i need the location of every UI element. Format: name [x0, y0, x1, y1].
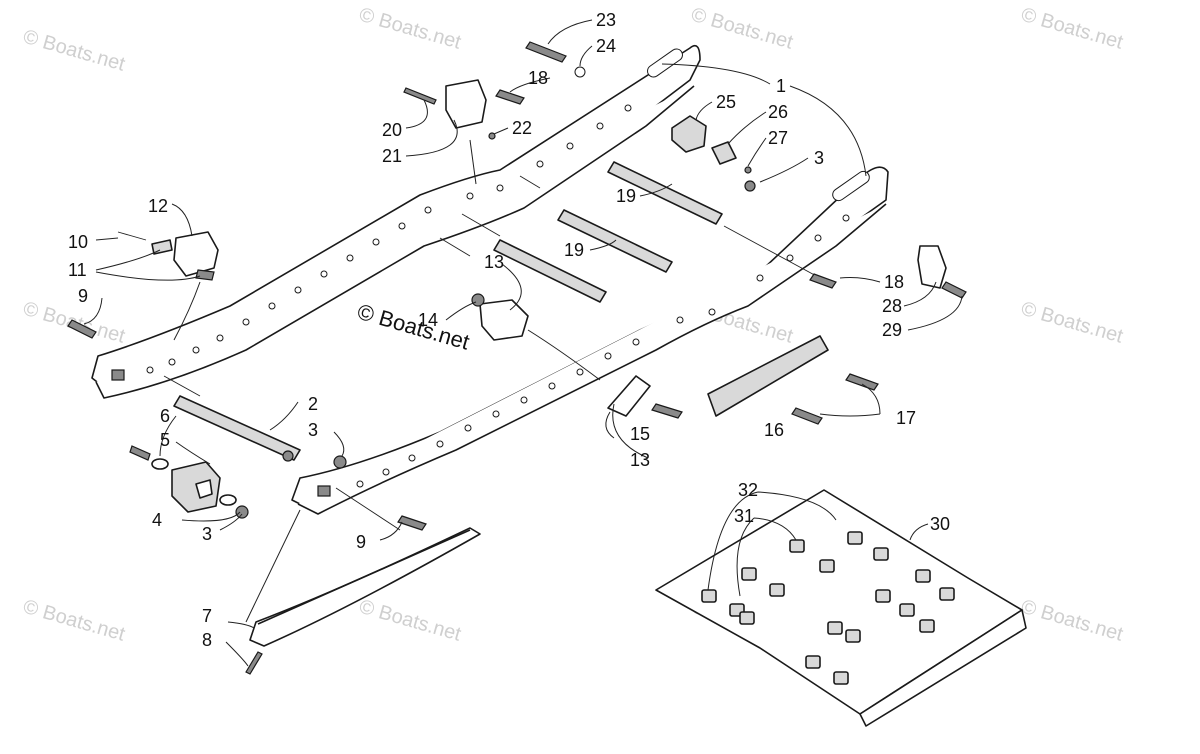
rear-bracket-12: [117, 231, 219, 281]
slide-strip-16: [707, 335, 879, 425]
callout-13: 13: [630, 450, 650, 470]
watermark: © Boats.net: [21, 596, 128, 646]
callout-labels: 1 2 3 3 3 4 5 6 7 8 9 9 10 11 12 13 13 1…: [68, 10, 950, 650]
callout-8: 8: [202, 630, 212, 650]
callout-15: 15: [630, 424, 650, 444]
watermark: © Boats.net: [21, 26, 128, 76]
watermark: © Boats.net: [357, 596, 464, 646]
callout-31: 31: [734, 506, 754, 526]
callout-25: 25: [716, 92, 736, 112]
bolts-9: [67, 319, 427, 531]
right-slide-rail: [291, 166, 889, 515]
watermark: © Boats.net: [1019, 4, 1126, 54]
callout-3: 3: [202, 524, 212, 544]
callout-30: 30: [930, 514, 950, 534]
watermark: © Boats.net: [357, 4, 464, 54]
top-bolts: [495, 41, 586, 105]
callout-1: 1: [776, 76, 786, 96]
bracket-21: [403, 79, 496, 140]
callout-14: 14: [418, 310, 438, 330]
callout-12: 12: [148, 196, 168, 216]
callout-6: 6: [160, 406, 170, 426]
callout-20: 20: [382, 120, 402, 140]
callout-17: 17: [896, 408, 916, 428]
bracket-13-upper: [471, 293, 529, 341]
callout-26: 26: [768, 102, 788, 122]
nut-parts: [235, 180, 756, 519]
callout-2: 2: [308, 394, 318, 414]
watermark: © Boats.net: [1019, 596, 1126, 646]
callout-22: 22: [512, 118, 532, 138]
bracket-28: [809, 245, 967, 299]
stopper-25: [671, 115, 752, 174]
wheel-assembly: [129, 445, 237, 513]
leader-lines: [83, 19, 963, 667]
callout-11: 11: [68, 260, 87, 280]
callout-18: 18: [884, 272, 904, 292]
callout-28: 28: [882, 296, 902, 316]
left-slide-rail: [91, 44, 701, 399]
center-copyright: © Boats.net: [355, 299, 473, 355]
callout-5: 5: [160, 430, 170, 450]
callout-27: 27: [768, 128, 788, 148]
rail-holes-left: [146, 104, 632, 374]
callout-29: 29: [882, 320, 902, 340]
callout-13: 13: [484, 252, 504, 272]
callout-24: 24: [596, 36, 616, 56]
callout-10: 10: [68, 232, 88, 252]
callout-7: 7: [202, 606, 212, 626]
bracket-13-lower: [607, 375, 683, 419]
callout-16: 16: [764, 420, 784, 440]
callout-18: 18: [528, 68, 548, 88]
callout-3: 3: [814, 148, 824, 168]
track-30: [655, 489, 1027, 727]
callout-21: 21: [382, 146, 402, 166]
callout-9: 9: [356, 532, 366, 552]
watermark: © Boats.net: [1019, 298, 1126, 348]
callout-19: 19: [616, 186, 636, 206]
center-lines: [163, 175, 821, 531]
rail-holes-right: [356, 214, 850, 488]
callout-32: 32: [738, 480, 758, 500]
callout-3: 3: [308, 420, 318, 440]
callout-9: 9: [78, 286, 88, 306]
track-lugs: [701, 531, 955, 685]
callout-23: 23: [596, 10, 616, 30]
callout-4: 4: [152, 510, 162, 530]
watermark: © Boats.net: [689, 4, 796, 54]
wear-strip: [245, 527, 481, 675]
callout-19: 19: [564, 240, 584, 260]
axle-bar-2: [173, 395, 301, 462]
